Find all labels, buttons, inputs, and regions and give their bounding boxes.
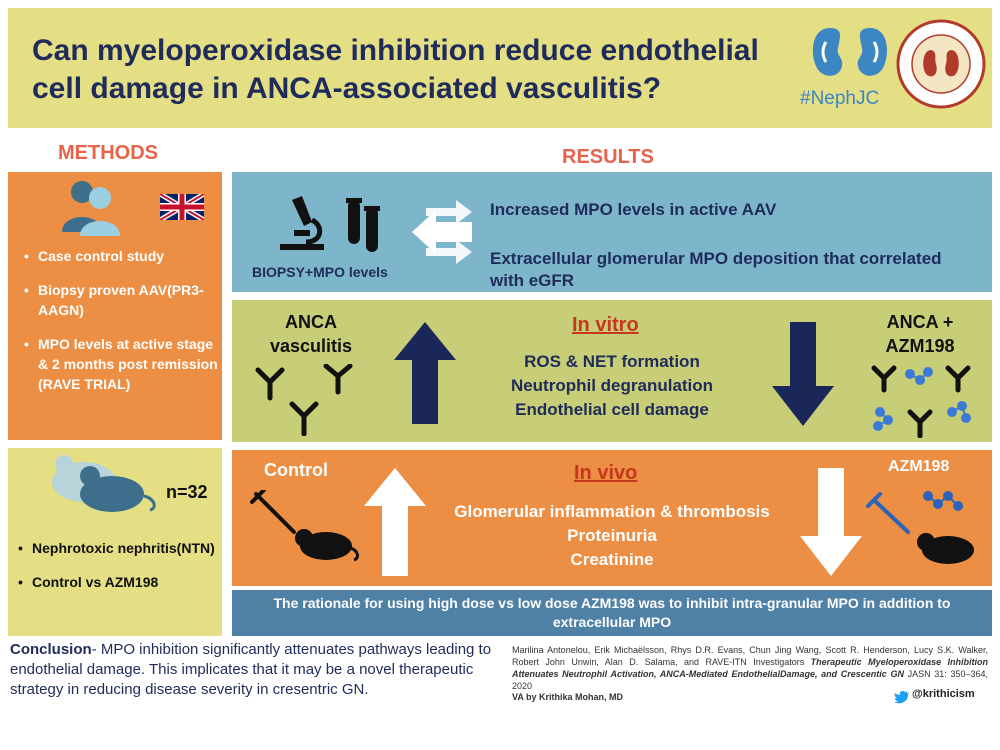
double-arrow-icon: [412, 200, 472, 264]
methods-bullet: Case control study: [22, 246, 218, 266]
animal-bullet-list: Nephrotoxic nephritis(NTN) Control vs AZ…: [16, 538, 216, 606]
antibodies-inhibitor-icon: [871, 365, 971, 438]
antibodies-icon: [255, 364, 353, 436]
conclusion-text: Conclusion- MPO inhibition significantly…: [10, 640, 510, 700]
arrow-down-white-icon: [800, 468, 862, 576]
control-label: Control: [264, 460, 328, 480]
in-vivo-heading: In vivo: [574, 462, 638, 484]
syringe-inhibitor-mouse-icon: [866, 491, 974, 564]
in-vitro-item: ROS & NET formation: [524, 352, 700, 371]
arrow-down-icon: [772, 322, 834, 426]
kidney-logo-icon: [812, 28, 888, 76]
in-vitro-item: Neutrophil degranulation: [510, 376, 714, 395]
in-vitro-list: ROS & NET formation Neutrophil degranula…: [480, 350, 744, 422]
azm198-label: AZM198: [888, 458, 950, 475]
twitter-handle: @krithicism: [912, 688, 975, 700]
in-vivo-item: Creatinine: [570, 550, 654, 569]
arrow-up-icon: [394, 322, 456, 424]
citation-title: Therapeutic Myeloperoxidase Inhibition A…: [512, 657, 989, 679]
arrow-up-white-icon: [364, 468, 426, 576]
citation-authors: Marilina Antonelou, Erik Michaëlsson, Rh…: [512, 645, 988, 667]
biopsy-finding: Extracellular glomerular MPO deposition …: [490, 249, 942, 290]
methods-bullet-list: Case control study Biopsy proven AAV(PR3…: [22, 246, 218, 408]
people-icon: [62, 181, 120, 236]
conclusion-body: - MPO inhibition significantly attenuate…: [10, 641, 492, 698]
citation: Marilina Antonelou, Erik Michaëlsson, Rh…: [512, 644, 988, 692]
mouse-icon: [52, 455, 156, 512]
nephjc-hashtag: #NephJC: [800, 88, 880, 109]
credit-line: VA by Krithika Mohan, MD: [512, 692, 624, 702]
microscope-icon: [280, 196, 324, 250]
methods-heading: METHODS: [58, 142, 158, 164]
results-heading: RESULTS: [562, 146, 654, 168]
conclusion-label: Conclusion: [10, 641, 92, 658]
results-in-vitro-panel: [232, 300, 992, 442]
sample-size: n=32: [166, 482, 208, 502]
in-vitro-item: Endothelial cell damage: [515, 400, 709, 419]
citation-journal: JASN 31: 350–364, 2020: [512, 669, 988, 691]
in-vivo-item: Proteinuria: [567, 526, 657, 545]
in-vivo-item: Glomerular inflammation & thrombosis: [454, 502, 770, 521]
in-vivo-list: Glomerular inflammation & thrombosis Pro…: [430, 500, 794, 572]
uk-flag-icon: [160, 194, 204, 220]
methods-bullet: MPO levels at active stage & 2 months po…: [22, 334, 218, 394]
biopsy-finding: Increased MPO levels in active AAV: [490, 200, 777, 219]
nephrology-smc-seal-icon: [896, 19, 986, 109]
animal-bullet: Nephrotoxic nephritis(NTN): [16, 538, 216, 558]
animal-bullet: Control vs AZM198: [16, 572, 216, 592]
results-in-vivo-panel: [232, 450, 992, 586]
twitter-bird-icon: [894, 691, 909, 704]
test-tubes-icon: [346, 198, 380, 252]
anca-azm198-label: ANCA + AZM198: [885, 312, 955, 356]
in-vitro-heading: In vitro: [572, 314, 639, 336]
anca-vasculitis-label: ANCA vasculitis: [269, 312, 353, 356]
page-title: Can myeloperoxidase inhibition reduce en…: [32, 34, 759, 105]
rationale-banner: The rationale for using high dose vs low…: [232, 590, 992, 636]
biopsy-caption: BIOPSY+MPO levels: [252, 264, 388, 280]
syringe-mouse-icon: [250, 490, 359, 562]
methods-bullet: Biopsy proven AAV(PR3-AAGN): [22, 280, 218, 320]
